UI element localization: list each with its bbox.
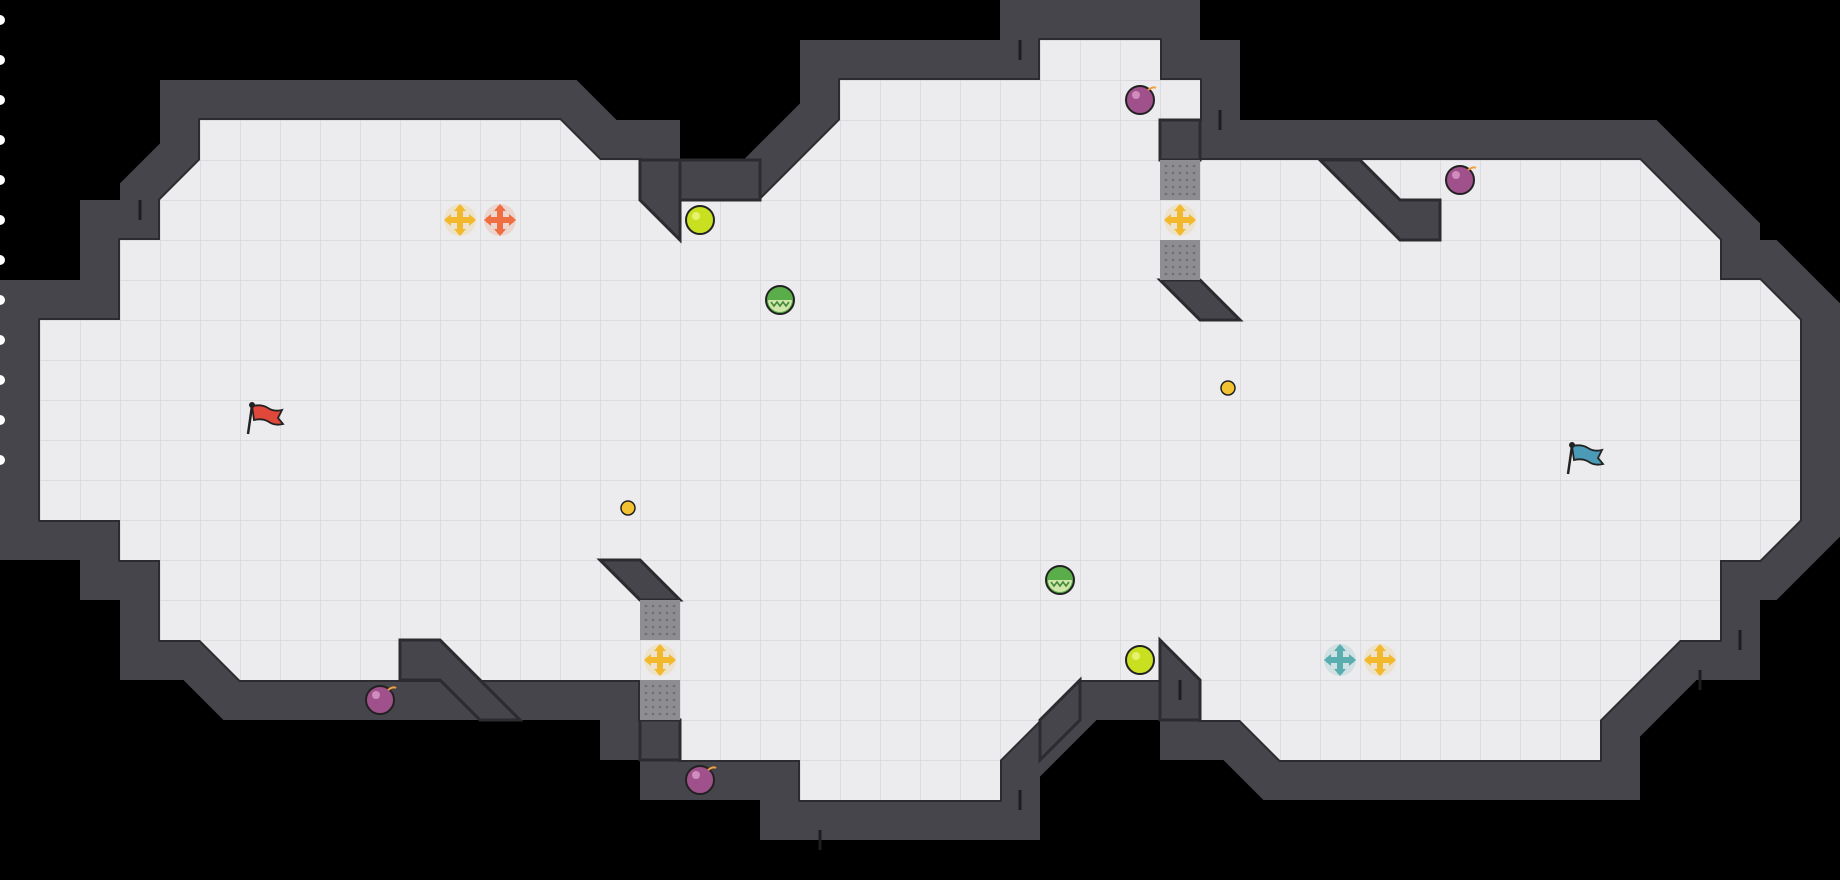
spike-icon xyxy=(0,15,5,25)
bomb-icon xyxy=(685,765,717,795)
spike-icon xyxy=(0,55,5,65)
spike-icon xyxy=(0,455,5,465)
wall-block-1 xyxy=(678,158,762,202)
blue-flag-icon xyxy=(1566,442,1605,475)
boost-icon xyxy=(444,204,476,236)
red-flag-icon xyxy=(246,402,285,435)
wall-block-6 xyxy=(398,638,524,722)
spike-icon xyxy=(0,255,5,265)
objects-layer xyxy=(0,15,1605,795)
boost-icon xyxy=(644,644,676,676)
wall-block-3 xyxy=(1316,158,1442,242)
portal-dot-icon xyxy=(1220,380,1236,396)
spike-icon xyxy=(0,415,5,425)
spike-icon xyxy=(0,135,5,145)
boost-icon xyxy=(1164,204,1196,236)
wall-block-9 xyxy=(1038,676,1082,764)
wall-block-2 xyxy=(1158,118,1202,162)
blue-boost-icon xyxy=(1324,644,1356,676)
bomb-icon xyxy=(1125,85,1157,115)
wall-block-0 xyxy=(638,158,682,244)
spike-icon xyxy=(0,335,5,345)
gate-tile xyxy=(1160,160,1200,200)
spike-icon xyxy=(0,95,5,105)
spike-icon xyxy=(0,215,5,225)
boost-icon xyxy=(1364,644,1396,676)
jukejuice-icon xyxy=(1045,565,1075,595)
spike-icon xyxy=(0,375,5,385)
wall-detail-layer xyxy=(138,40,1742,850)
red-boost-icon xyxy=(484,204,516,236)
spike-icon xyxy=(0,295,5,305)
powerup-icon xyxy=(1125,645,1155,675)
bomb-icon xyxy=(365,685,397,715)
portal-dot-icon xyxy=(620,500,636,516)
wall-block-8 xyxy=(638,718,682,762)
gate-tile xyxy=(640,600,680,640)
bomb-icon xyxy=(1445,165,1477,195)
powerup-icon xyxy=(685,205,715,235)
jukejuice-icon xyxy=(765,285,795,315)
spike-icon xyxy=(0,175,5,185)
gate-tile xyxy=(1160,240,1200,280)
gate-tile xyxy=(640,680,680,720)
